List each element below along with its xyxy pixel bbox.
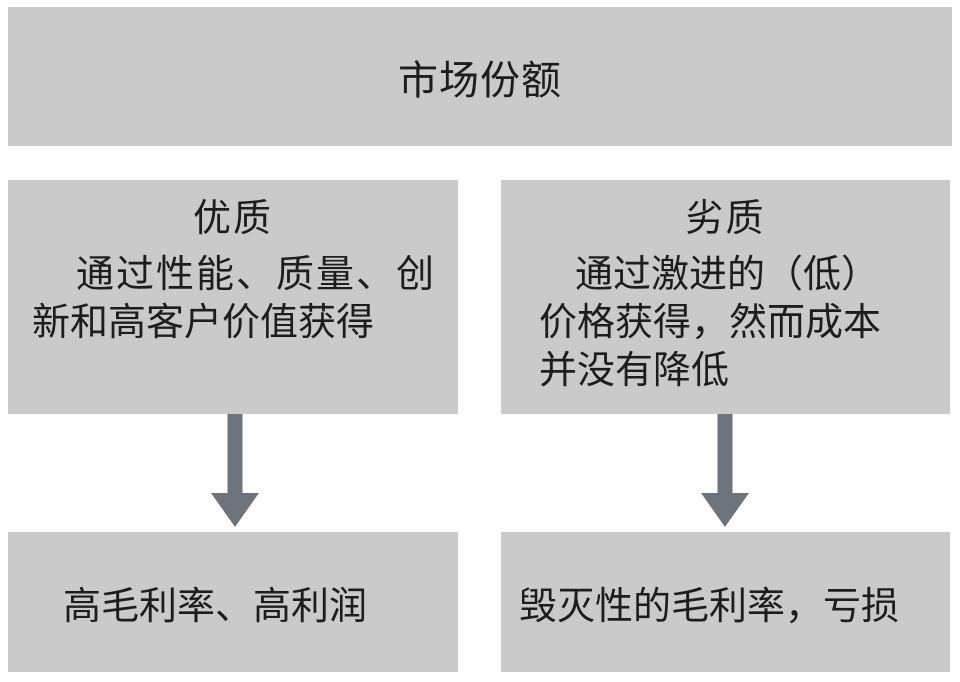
high-quality-body-line-2: 新和高客户价值获得 [32,302,375,344]
high-quality-box: 优质 通过性能、质量、创 新和高客户价值获得 [8,180,458,414]
low-quality-body: 通过激进的（低） 价格获得，然而成本 并没有降低 [501,251,950,395]
down-arrow-right-head [701,493,749,527]
low-quality-body-line-2: 价格获得，然而成本 [539,302,882,344]
high-quality-title: 优质 [192,198,273,240]
down-arrow-left-head [211,493,259,527]
market-share-label: 市场份额 [398,57,562,103]
down-arrow-right-icon [701,414,749,527]
down-arrow-left-icon [211,414,259,527]
high-margin-result-label: 高毛利率、高利润 [63,585,368,628]
low-quality-body-line-3: 并没有降低 [539,350,730,392]
market-share-box: 市场份额 [8,7,952,146]
ruinous-margin-result-box: 毁灭性的毛利率，亏损 [501,532,950,672]
ruinous-margin-result-label: 毁灭性的毛利率，亏损 [519,585,900,628]
high-margin-result-box: 高毛利率、高利润 [8,532,458,672]
down-arrow-left-shaft [227,414,243,494]
down-arrow-right-shaft [717,414,733,494]
high-quality-body-line-1: 通过性能、质量、创 [76,254,437,296]
low-quality-box: 劣质 通过激进的（低） 价格获得，然而成本 并没有降低 [501,180,950,414]
low-quality-title: 劣质 [685,198,766,240]
low-quality-body-line-1: 通过激进的（低） [575,254,880,296]
high-quality-body: 通过性能、质量、创 新和高客户价值获得 [8,251,458,347]
